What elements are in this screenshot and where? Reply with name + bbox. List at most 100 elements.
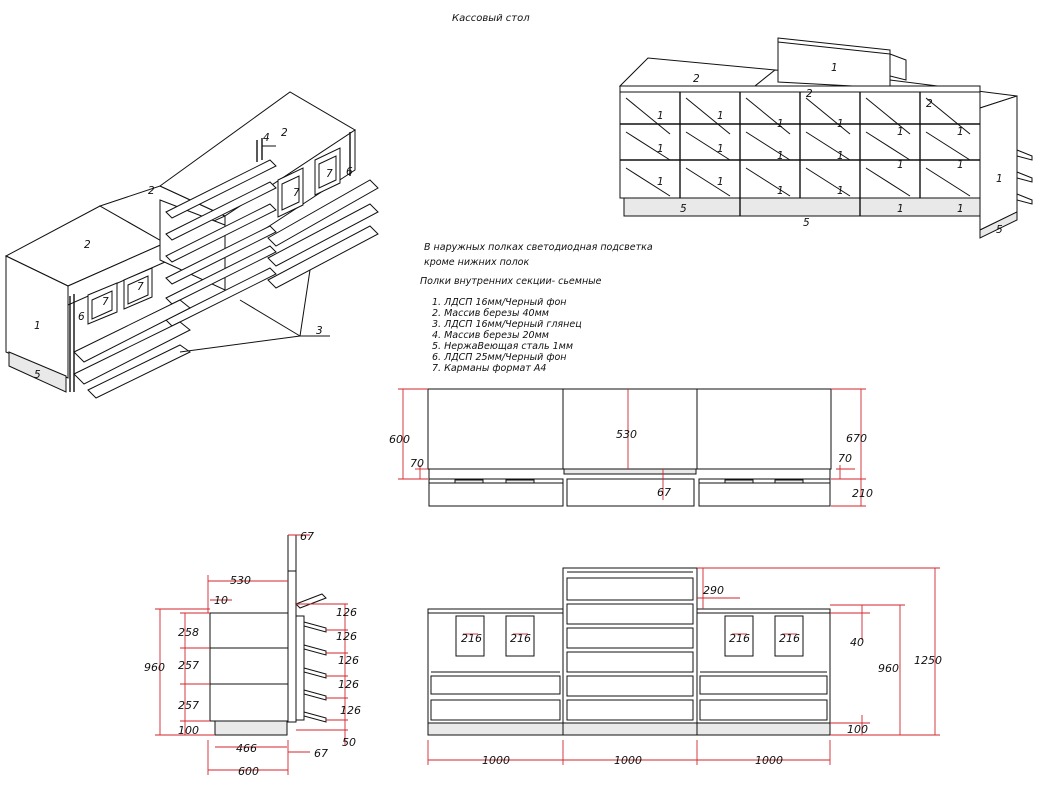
dim-top-530: 530 bbox=[616, 428, 637, 441]
legend-item-6: 6. ЛДСП 25мм/Черный фон bbox=[432, 352, 567, 363]
dim-top-670: 670 bbox=[846, 432, 867, 445]
iso-label-7b: 7 bbox=[326, 168, 333, 180]
front-view-dims: 290 40 960 1250 100 216 216 216 216 1000… bbox=[427, 567, 942, 767]
dim-side-126a: 126 bbox=[336, 606, 357, 619]
iso-left-labels: 2 2 2 4 6 7 7 7 7 6 1 5 3 bbox=[34, 127, 353, 381]
dim-side-257b: 257 bbox=[178, 699, 199, 712]
dim-front-1000c: 1000 bbox=[755, 754, 783, 767]
iso-right-view bbox=[618, 37, 1033, 239]
dim-front-40: 40 bbox=[850, 636, 864, 649]
svg-text:1: 1 bbox=[897, 203, 904, 215]
dim-front-290: 290 bbox=[703, 584, 724, 597]
iso-right-label-5b: 5 bbox=[803, 217, 810, 229]
dim-side-126b: 126 bbox=[336, 630, 357, 643]
svg-text:1: 1 bbox=[837, 118, 844, 130]
dim-front-216a: 216 bbox=[461, 632, 482, 645]
dim-front-216b: 216 bbox=[510, 632, 531, 645]
svg-text:1: 1 bbox=[657, 110, 664, 122]
iso-right-label-2b: 2 bbox=[806, 88, 813, 100]
dim-side-530: 530 bbox=[230, 574, 251, 587]
iso-label-2a: 2 bbox=[84, 239, 91, 251]
iso-label-7d: 7 bbox=[137, 281, 144, 293]
legend-item-1: 1. ЛДСП 16мм/Черный фон bbox=[432, 297, 567, 308]
svg-text:1: 1 bbox=[657, 176, 664, 188]
dim-side-50: 50 bbox=[342, 736, 356, 749]
svg-text:1: 1 bbox=[897, 159, 904, 171]
lighting-note-2: кроме нижних полок bbox=[424, 257, 530, 268]
dim-side-258: 258 bbox=[178, 626, 199, 639]
dim-front-1000b: 1000 bbox=[614, 754, 642, 767]
removable-note: Полки внутренних секции- сьемные bbox=[420, 276, 602, 287]
svg-text:1: 1 bbox=[957, 203, 964, 215]
dim-side-126e: 126 bbox=[340, 704, 361, 717]
dim-front-1250: 1250 bbox=[914, 654, 942, 667]
svg-text:1: 1 bbox=[837, 185, 844, 197]
svg-text:1: 1 bbox=[717, 110, 724, 122]
legend-item-7: 7. Карманы формат А4 bbox=[432, 363, 547, 374]
top-view bbox=[427, 388, 832, 507]
dim-side-126c: 126 bbox=[338, 654, 359, 667]
iso-right-label-2c: 2 bbox=[926, 98, 933, 110]
dim-side-67-bottom: 67 bbox=[314, 747, 328, 760]
iso-shelves-center bbox=[165, 159, 277, 327]
dim-front-216c: 216 bbox=[729, 632, 750, 645]
drawing-title: Кассовый стол bbox=[452, 13, 530, 24]
iso-shelves-lower bbox=[73, 299, 191, 399]
dim-front-1000a: 1000 bbox=[482, 754, 510, 767]
dim-side-126d: 126 bbox=[338, 678, 359, 691]
iso-right-cell-labels: 1 1 1 1 1 1 1 1 1 1 1 1 1 1 1 1 1 1 bbox=[657, 110, 964, 215]
svg-text:1: 1 bbox=[957, 159, 964, 171]
dim-side-67-top: 67 bbox=[300, 530, 314, 543]
iso-right-label-2a: 2 bbox=[693, 73, 700, 85]
iso-label-6b: 6 bbox=[78, 311, 85, 323]
iso-label-1: 1 bbox=[34, 320, 41, 332]
dim-side-10: 10 bbox=[214, 594, 228, 607]
iso-label-2c: 2 bbox=[281, 127, 288, 139]
iso-right-label-5a: 5 bbox=[680, 203, 687, 215]
svg-text:1: 1 bbox=[777, 185, 784, 197]
dim-side-466: 466 bbox=[236, 742, 257, 755]
svg-text:1: 1 bbox=[837, 150, 844, 162]
iso-right-label-1-side: 1 bbox=[996, 173, 1003, 185]
lighting-note: В наружных полках светодиодная подсветка bbox=[424, 242, 653, 253]
dim-front-960: 960 bbox=[878, 662, 899, 675]
svg-text:1: 1 bbox=[777, 118, 784, 130]
iso-label-7a: 7 bbox=[293, 187, 300, 199]
dim-top-600: 600 bbox=[389, 433, 410, 446]
iso-right-labels: 1 2 2 2 1 5 5 5 bbox=[680, 62, 1003, 236]
dim-side-960: 960 bbox=[144, 661, 165, 674]
iso-label-2b: 2 bbox=[148, 185, 155, 197]
svg-text:1: 1 bbox=[957, 126, 964, 138]
legend-item-5: 5. НержаВеющая сталь 1мм bbox=[432, 341, 573, 352]
dim-top-70-right: 70 bbox=[838, 452, 852, 465]
iso-label-7c: 7 bbox=[102, 296, 109, 308]
dim-front-216d: 216 bbox=[779, 632, 800, 645]
side-view-dims: 67 530 10 258 960 257 257 100 466 600 67… bbox=[144, 530, 361, 778]
dim-front-100: 100 bbox=[847, 723, 868, 736]
svg-text:1: 1 bbox=[777, 150, 784, 162]
front-view bbox=[427, 567, 831, 736]
iso-label-5: 5 bbox=[34, 369, 41, 381]
iso-label-6a: 6 bbox=[346, 166, 353, 178]
legend-item-3: 3. ЛДСП 16мм/Черный глянец bbox=[432, 319, 582, 330]
side-view bbox=[209, 535, 327, 736]
iso-right-label-5c: 5 bbox=[996, 224, 1003, 236]
svg-text:1: 1 bbox=[717, 143, 724, 155]
dim-side-600: 600 bbox=[238, 765, 259, 778]
legend-item-2: 2. Массив березы 40мм bbox=[432, 308, 549, 319]
iso-left-view bbox=[4, 91, 379, 399]
svg-text:1: 1 bbox=[897, 126, 904, 138]
svg-text:1: 1 bbox=[657, 143, 664, 155]
iso-label-3: 3 bbox=[316, 325, 323, 337]
iso-shelves-right bbox=[267, 179, 379, 289]
iso-label-4: 4 bbox=[263, 132, 270, 144]
dim-top-210: 210 bbox=[852, 487, 873, 500]
svg-text:1: 1 bbox=[717, 176, 724, 188]
dim-top-67: 67 bbox=[657, 486, 671, 499]
dim-side-100: 100 bbox=[178, 724, 199, 737]
iso-right-label-1-sign: 1 bbox=[831, 62, 838, 74]
top-view-dims: 600 530 670 70 70 67 210 bbox=[389, 388, 873, 507]
dim-top-70-left: 70 bbox=[410, 457, 424, 470]
